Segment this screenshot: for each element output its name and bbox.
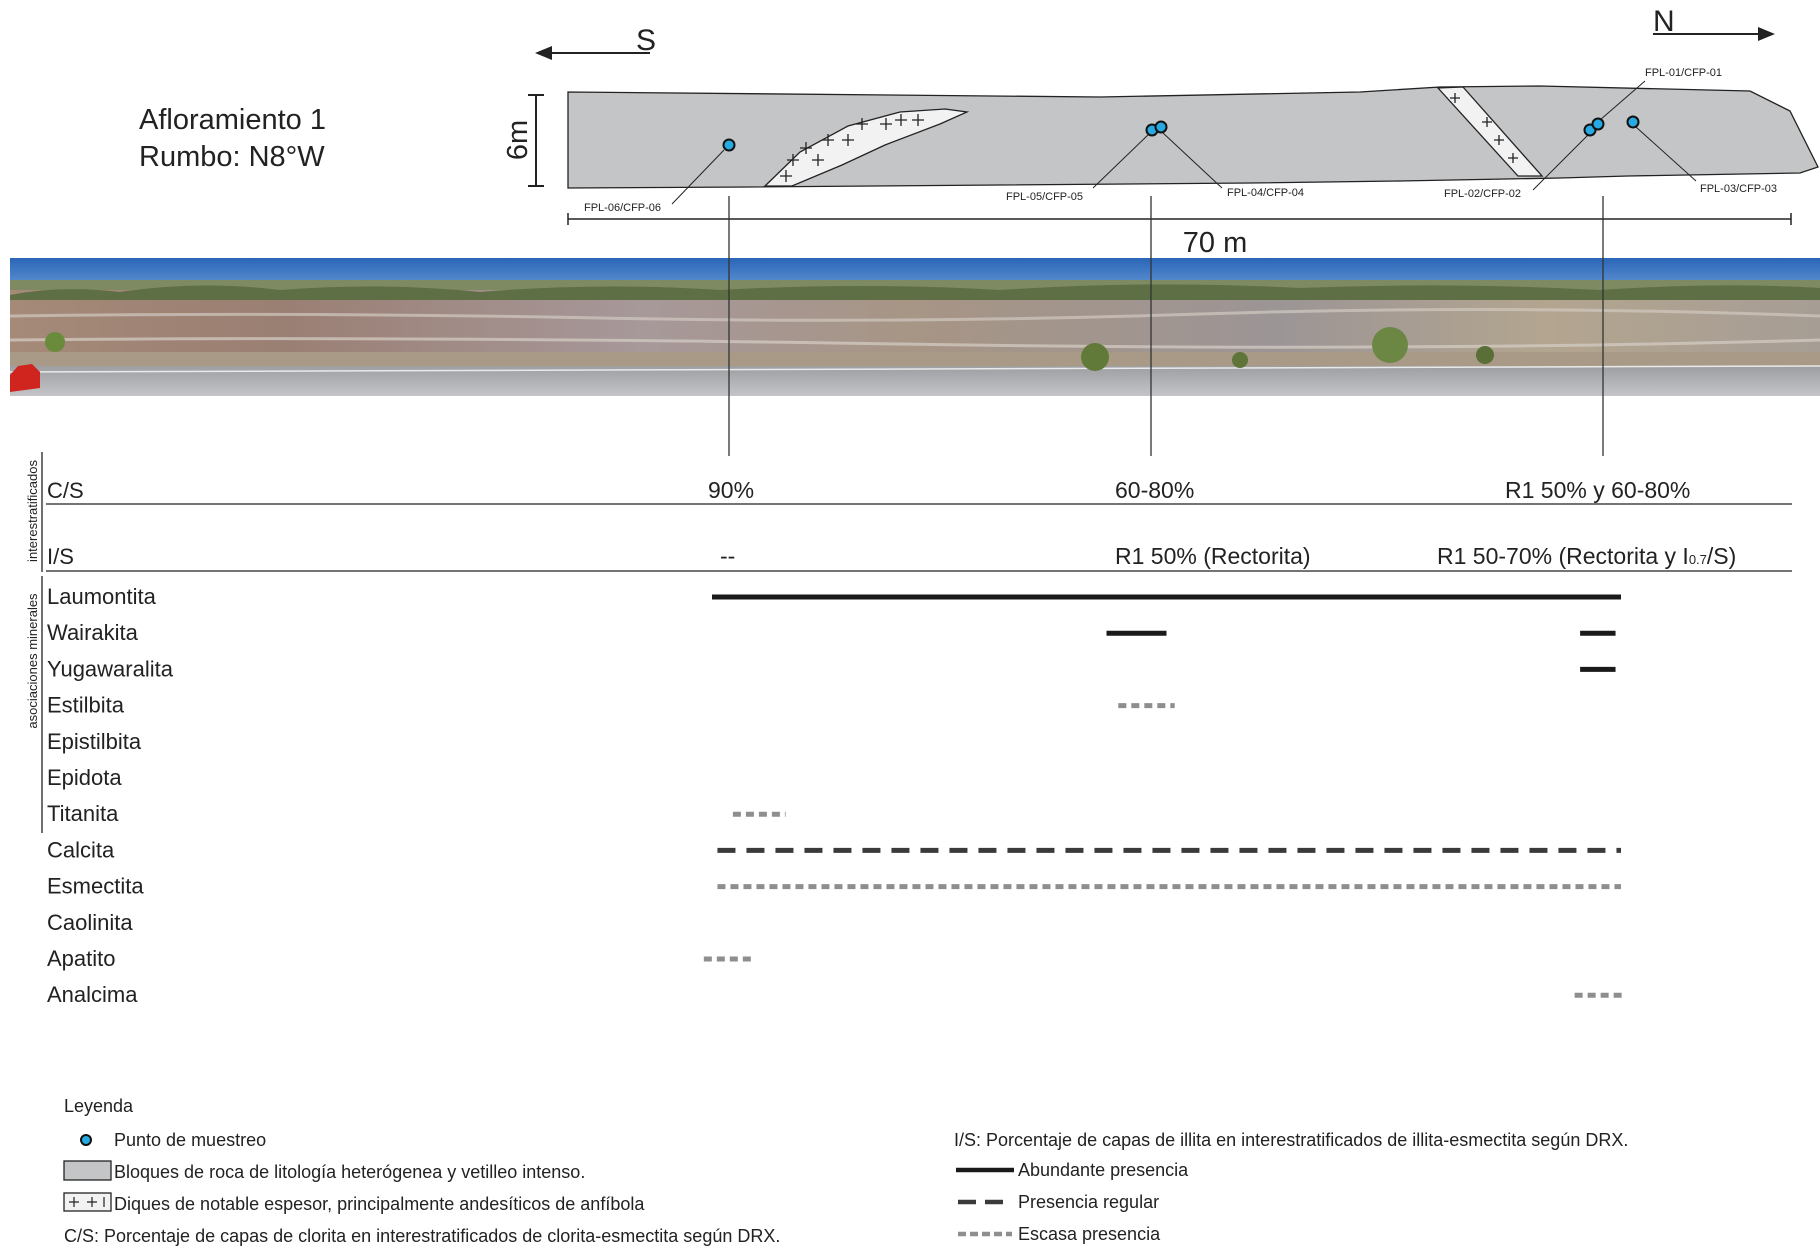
height-scale: 6m [502,95,544,186]
arrow-left-icon [535,46,552,60]
south-label: S [636,24,656,57]
legend-cs-note: C/S: Porcentaje de capas de clorita en i… [64,1226,780,1246]
south-direction: S [535,24,656,60]
mineral-table: LaumontitaWairakitaYugawaralitaEstilbita… [47,584,1626,1007]
north-direction: N [1653,5,1775,41]
is-value-1: -- [720,543,735,569]
outcrop-title: Afloramiento 1 [139,104,326,136]
cs-value-2: 60-80% [1115,477,1194,503]
sample-label-fpl-01: FPL-01/CFP-01 [1645,67,1722,79]
sample-point-fpl-06 [724,140,735,151]
group-brackets: interestratificados asociaciones mineral… [25,452,42,833]
mineral-label: Titanita [47,801,119,826]
legend-regular: Presencia regular [1018,1192,1159,1212]
arrow-right-icon [1758,27,1775,41]
sample-label-fpl-04: FPL-04/CFP-04 [1227,187,1304,199]
rock-block-swatch [64,1161,111,1180]
length-scale: 70 m [568,213,1791,259]
group-label-interstratified: interestratificados [25,460,40,562]
legend-scarce: Escasa presencia [1018,1224,1161,1244]
rock-block [568,86,1818,188]
row-label-is: I/S [47,544,74,569]
mineral-label: Wairakita [47,620,139,645]
row-label-cs: C/S [47,478,84,503]
sample-label-fpl-06: FPL-06/CFP-06 [584,202,661,214]
mineral-label: Epidota [47,765,122,790]
strike-label: Rumbo: N8°W [139,141,325,173]
interstratified-table: C/S 90% 60-80% R1 50% y 60-80% I/S -- R1… [46,477,1792,571]
is-value-2: R1 50% (Rectorita) [1115,543,1311,569]
sample-point-fpl-04 [1156,122,1167,133]
sample-label-fpl-03: FPL-03/CFP-03 [1700,183,1777,195]
sample-point-fpl-01 [1593,119,1604,130]
mineral-label: Epistilbita [47,729,142,754]
height-label: 6m [502,120,534,160]
cross-section: FPL-01/CFP-01 FPL-02/CFP-02 FPL-03/CFP-0… [568,67,1818,214]
cs-value-1: 90% [708,477,754,503]
mineral-label: Caolinita [47,910,133,935]
sample-point-fpl-03 [1628,117,1639,128]
mineral-label: Esmectita [47,874,144,899]
legend-is-note: I/S: Porcentaje de capas de illita en in… [954,1130,1628,1150]
legend-dikes: Diques de notable espesor, principalment… [114,1194,645,1214]
dike-swatch [64,1193,111,1211]
legend-title: Leyenda [64,1096,134,1116]
sample-point-icon [81,1135,91,1145]
mineral-label: Analcima [47,982,138,1007]
sample-label-fpl-02: FPL-02/CFP-02 [1444,188,1521,200]
mineral-label: Estilbita [47,693,125,718]
is-value-3: R1 50-70% (Rectorita y I0.7/S) [1437,543,1736,569]
cs-value-3: R1 50% y 60-80% [1505,477,1690,503]
legend: Leyenda Punto de muestreo Bloques de roc… [64,1096,1628,1246]
group-label-mineral-assoc: asociaciones minerales [25,593,40,729]
mineral-label: Apatito [47,946,116,971]
mineral-label: Laumontita [47,584,157,609]
mineral-label: Calcita [47,837,115,862]
legend-sample-point: Punto de muestreo [114,1130,266,1150]
length-label: 70 m [1183,227,1247,259]
legend-rock-blocks: Bloques de roca de litología heterógenea… [114,1162,585,1182]
mineral-label: Yugawaralita [47,656,174,681]
outcrop-photo [10,258,1820,396]
sample-label-fpl-05: FPL-05/CFP-05 [1006,191,1083,203]
legend-abundant: Abundante presencia [1018,1160,1189,1180]
